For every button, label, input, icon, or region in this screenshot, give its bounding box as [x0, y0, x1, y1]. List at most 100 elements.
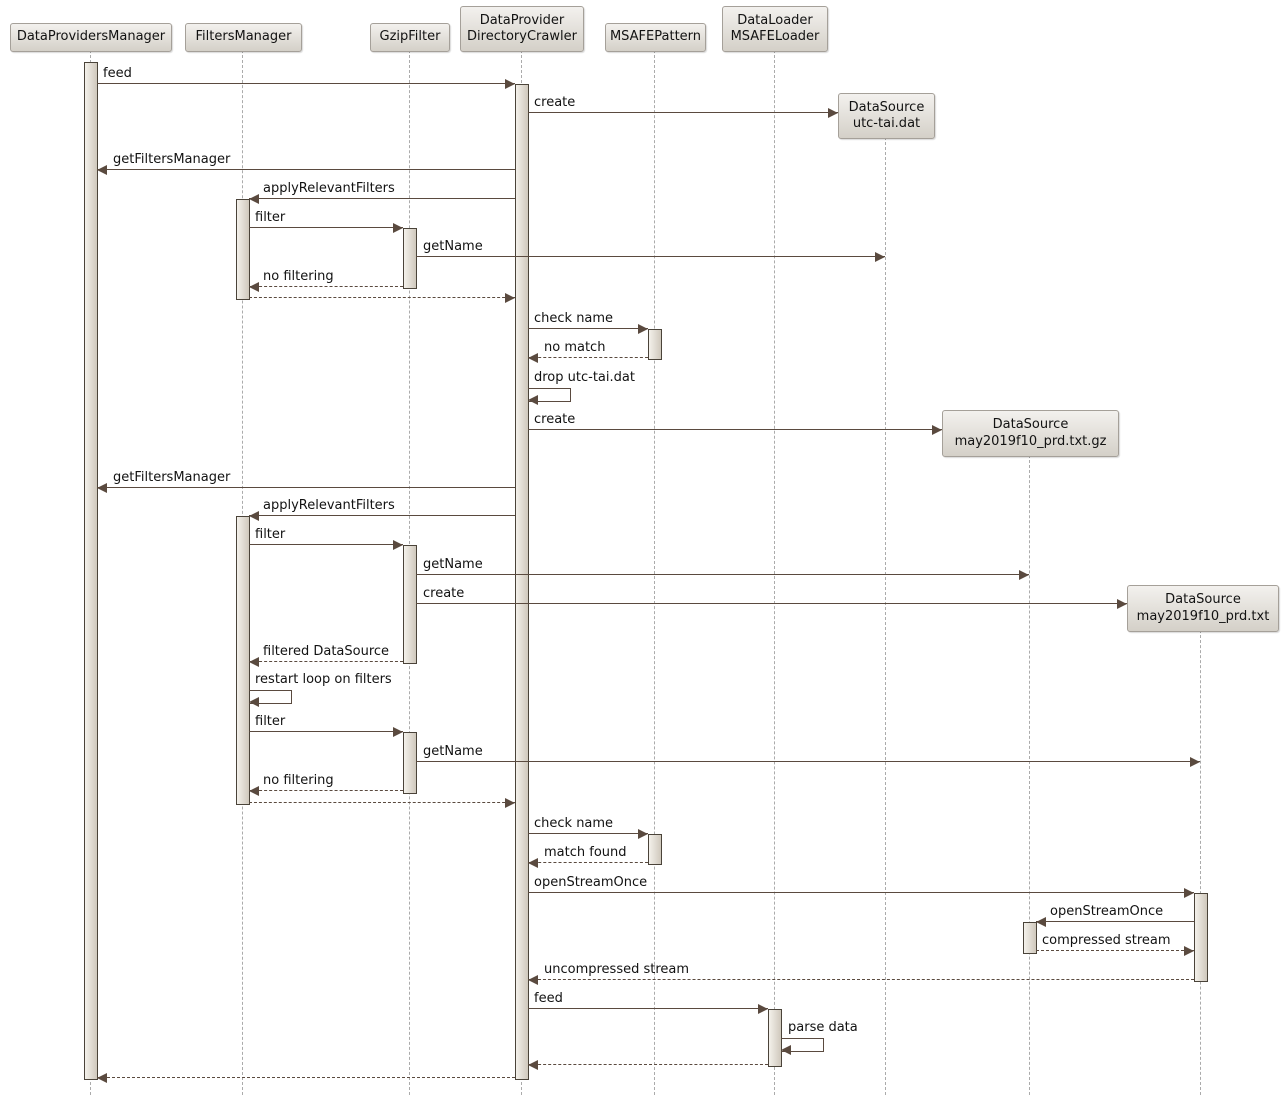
message-line-filter-3: [249, 731, 403, 732]
arrowhead-icon: [1184, 888, 1194, 898]
arrowhead-icon: [393, 727, 403, 737]
arrowhead-icon: [1019, 570, 1029, 580]
message-line-return-4: [97, 1077, 515, 1078]
arrowhead-icon: [875, 252, 885, 262]
message-label-filtereddatasource: filtered DataSource: [263, 644, 390, 659]
message-line-getfiltersmanager-2: [97, 487, 515, 488]
arrowhead-icon: [1184, 946, 1194, 956]
arrowhead-icon: [528, 858, 538, 868]
message-line-nomatch: [528, 357, 648, 358]
message-label-nomatch: no match: [544, 340, 606, 355]
lifeline-dataloadermsafeloader: [774, 50, 775, 1095]
arrowhead-icon: [932, 425, 942, 435]
message-label-matchfound: match found: [544, 845, 627, 860]
lifeline-datasource-txt: [1200, 630, 1201, 1095]
message-label-feed-2: feed: [534, 991, 563, 1006]
message-label-nofiltering-1: no filtering: [263, 269, 334, 284]
activation-datasource-gz: [1023, 922, 1037, 954]
message-line-applyrelevantfilters-2: [249, 515, 515, 516]
arrowhead-icon: [1036, 917, 1046, 927]
message-line-restartloop: [249, 690, 292, 704]
message-line-return-1: [249, 297, 515, 298]
activation-gzipfilter-2: [403, 545, 417, 664]
message-line-getname-2: [416, 574, 1029, 575]
participant-dataproviderdirectorycrawler: DataProvider DirectoryCrawler: [460, 6, 584, 52]
activation-gzipfilter-3: [403, 732, 417, 794]
message-label-drop-utc-tai: drop utc-tai.dat: [534, 370, 635, 385]
message-line-openstreamonce-2: [1036, 921, 1194, 922]
arrowhead-icon: [97, 165, 107, 175]
arrowhead-icon: [1190, 757, 1200, 767]
activation-msafepattern-2: [648, 834, 662, 865]
message-label-create-3: create: [423, 586, 465, 601]
message-label-filter-3: filter: [255, 714, 286, 729]
arrowhead-icon: [249, 697, 259, 707]
message-label-filter-2: filter: [255, 527, 286, 542]
activation-dataprovidersmanager: [84, 62, 98, 1080]
participant-msafepattern: MSAFEPattern: [605, 23, 706, 52]
message-label-applyrelevantfilters-1: applyRelevantFilters: [263, 181, 395, 196]
arrowhead-icon: [528, 395, 538, 405]
message-line-create-3: [416, 603, 1127, 604]
created-datasource-utc-tai: DataSource utc-tai.dat: [838, 93, 935, 139]
message-line-parsedata: [781, 1038, 824, 1052]
arrowhead-icon: [1117, 599, 1127, 609]
arrowhead-icon: [249, 511, 259, 521]
message-label-getname-3: getName: [423, 744, 483, 759]
message-line-create-2: [528, 429, 942, 430]
message-label-getfiltersmanager-2: getFiltersManager: [113, 470, 231, 485]
arrowhead-icon: [781, 1045, 791, 1055]
message-line-nofiltering-1: [249, 286, 403, 287]
message-line-drop-utc-tai: [528, 388, 571, 402]
arrowhead-icon: [249, 282, 259, 292]
arrowhead-icon: [828, 108, 838, 118]
message-line-filtereddatasource: [249, 661, 403, 662]
message-label-checkname-1: check name: [534, 311, 614, 326]
arrowhead-icon: [758, 1004, 768, 1014]
participant-gzipfilter: GzipFilter: [370, 23, 450, 52]
message-line-matchfound: [528, 862, 648, 863]
message-label-compressedstream: compressed stream: [1042, 933, 1171, 948]
arrowhead-icon: [249, 657, 259, 667]
message-line-filter-2: [249, 544, 403, 545]
message-line-openstreamonce-1: [528, 892, 1194, 893]
activation-filtersmanager-2: [236, 516, 250, 805]
arrowhead-icon: [638, 324, 648, 334]
message-label-nofiltering-2: no filtering: [263, 773, 334, 788]
arrowhead-icon: [505, 293, 515, 303]
activation-gzipfilter-1: [403, 228, 417, 289]
arrowhead-icon: [393, 540, 403, 550]
message-label-applyrelevantfilters-2: applyRelevantFilters: [263, 498, 395, 513]
message-line-getfiltersmanager-1: [97, 169, 515, 170]
message-line-create-1: [528, 112, 838, 113]
message-label-uncompressedstream: uncompressed stream: [544, 962, 690, 977]
lifeline-datasource-utc-tai: [885, 137, 886, 1095]
message-line-checkname-2: [528, 833, 648, 834]
arrowhead-icon: [393, 223, 403, 233]
lifeline-msafepattern: [654, 50, 655, 1095]
arrowhead-icon: [505, 79, 515, 89]
created-datasource-gz: DataSource may2019f10_prd.txt.gz: [942, 410, 1119, 457]
message-label-openstreamonce-1: openStreamOnce: [534, 875, 648, 890]
message-label-parsedata: parse data: [788, 1020, 858, 1035]
message-label-openstreamonce-2: openStreamOnce: [1050, 904, 1164, 919]
activation-crawler: [515, 84, 529, 1080]
participant-filtersmanager: FiltersManager: [185, 23, 302, 52]
participant-dataloadermsafeloader: DataLoader MSAFELoader: [722, 6, 828, 52]
message-line-compressedstream: [1036, 950, 1194, 951]
lifeline-datasource-gz: [1029, 455, 1030, 1095]
message-line-applyrelevantfilters-1: [249, 198, 515, 199]
message-line-getname-1: [416, 256, 885, 257]
arrowhead-icon: [249, 194, 259, 204]
message-label-filter-1: filter: [255, 210, 286, 225]
message-line-feed-2: [528, 1008, 768, 1009]
participant-dataprovidersmanager: DataProvidersManager: [10, 23, 172, 52]
arrowhead-icon: [97, 483, 107, 493]
message-line-uncompressedstream: [528, 979, 1194, 980]
message-line-filter-1: [249, 227, 403, 228]
message-line-return-2: [249, 802, 515, 803]
created-datasource-txt: DataSource may2019f10_prd.txt: [1127, 585, 1279, 632]
arrowhead-icon: [528, 1060, 538, 1070]
message-label-feed-1: feed: [103, 66, 132, 81]
